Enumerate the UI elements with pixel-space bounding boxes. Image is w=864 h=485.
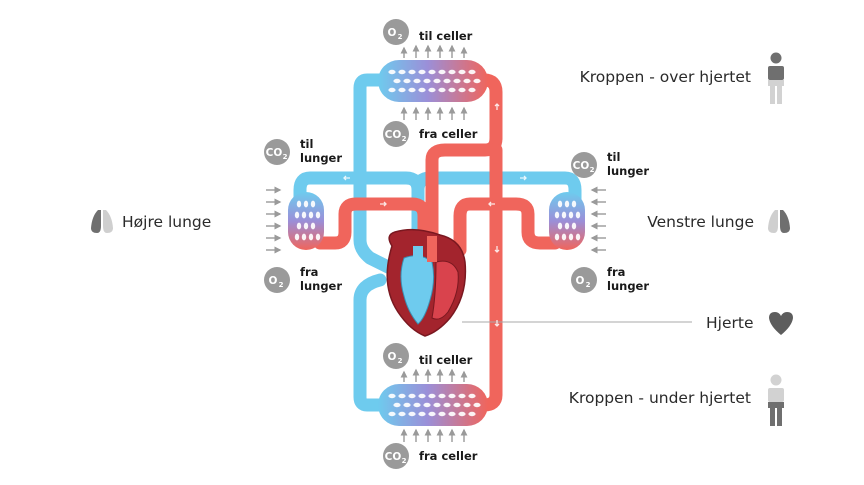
gas-arrows-lower-out [400, 368, 468, 382]
label-from-right-lung-1: fra [300, 265, 318, 279]
co2-badge-main: CO [385, 129, 402, 141]
label-to-left-lung-1: til [607, 150, 620, 164]
o2-badge-main: O [388, 351, 397, 363]
label-to-left-lung-2: lunger [607, 164, 649, 178]
co2-badge-sub: 2 [402, 135, 407, 143]
co2-badge-right-lung: CO 2 [264, 139, 290, 165]
co2-badge-main: CO [266, 147, 283, 159]
person-upper-icon [768, 52, 784, 104]
capillary-upper [378, 60, 488, 102]
gas-arrows-upper-out [400, 44, 468, 58]
gas-arrows-lower-in [400, 428, 468, 442]
o2-badge-sub: 2 [398, 357, 403, 365]
label-lower-body: Kroppen - under hjertet [569, 389, 751, 407]
gas-arrows-right-lung [266, 186, 282, 254]
label-to-cells-lower: til celler [419, 353, 473, 367]
heart-icon [769, 312, 793, 335]
o2-badge-main: O [388, 27, 397, 39]
gas-arrows-upper-in [400, 106, 468, 120]
co2-badge-upper: CO 2 [383, 121, 409, 147]
o2-badge-left-lung: O 2 [571, 267, 597, 293]
label-left-lung: Venstre lunge [647, 213, 754, 231]
co2-badge-main: CO [385, 451, 402, 463]
label-to-cells-upper: til celler [419, 29, 473, 43]
capillary-lower [378, 384, 488, 426]
label-upper-body: Kroppen - over hjertet [580, 68, 751, 86]
label-from-cells-lower: fra celler [419, 449, 478, 463]
o2-badge-upper: O 2 [383, 19, 409, 45]
o2-badge-main: O [576, 275, 585, 287]
label-from-left-lung-1: fra [607, 265, 625, 279]
lung-capillary-right [288, 192, 324, 250]
label-heart: Hjerte [706, 314, 753, 332]
o2-badge-sub: 2 [398, 33, 403, 41]
label-from-left-lung-2: lunger [607, 279, 649, 293]
co2-badge-sub: 2 [402, 457, 407, 465]
gas-arrows-left-lung [590, 186, 606, 254]
co2-badge-sub: 2 [590, 166, 595, 174]
person-lower-icon [768, 374, 784, 426]
lungs-right-icon [91, 210, 113, 233]
heart-illustration [386, 228, 467, 337]
label-to-right-lung-2: lunger [300, 151, 342, 165]
lungs-left-icon [768, 210, 790, 233]
co2-badge-lower: CO 2 [383, 443, 409, 469]
label-from-right-lung-2: lunger [300, 279, 342, 293]
o2-badge-sub: 2 [586, 281, 591, 289]
o2-badge-sub: 2 [279, 281, 284, 289]
co2-badge-main: CO [573, 160, 590, 172]
label-to-right-lung-1: til [300, 137, 313, 151]
o2-badge-right-lung: O 2 [264, 267, 290, 293]
lung-capillary-left [549, 192, 585, 250]
deoxygenated-vessels [293, 73, 582, 412]
flow-direction-arrows [343, 103, 527, 327]
co2-badge-left-lung: CO 2 [571, 152, 597, 178]
o2-badge-lower: O 2 [383, 343, 409, 369]
label-right-lung: Højre lunge [122, 213, 211, 231]
o2-badge-main: O [269, 275, 278, 287]
label-from-cells-upper: fra celler [419, 127, 478, 141]
co2-badge-sub: 2 [283, 153, 288, 161]
